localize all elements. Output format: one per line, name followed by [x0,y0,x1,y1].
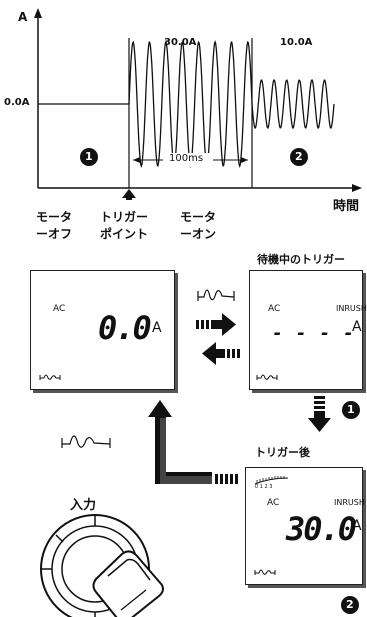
trigger-up-arrow [122,189,136,200]
hand-icon [92,550,164,617]
step-2-number: 2 [346,598,354,611]
caption-motor-on: モータ ーオン [180,209,216,243]
bargraph-scale [254,476,289,485]
current-waveform [128,40,335,168]
x-axis-label: 時間 [333,199,360,214]
lcd-after-unit: A [352,518,362,534]
bargraph-scale-numbers: 0 1 2 3 [255,484,273,490]
lcd-after-ac: AC [267,498,280,508]
lcd-after-reading: 30.0 [286,510,357,548]
caption-motor-on-line1: モータ [180,210,217,224]
lcd-idle-reading: 0.0 [98,309,152,347]
caption-motor-off: モータ ーオフ [36,209,72,243]
caption-trigger-point-line2: ポイント [100,227,149,241]
input-label: 入力 [70,498,97,513]
caption-motor-off-line2: ーオフ [36,227,73,241]
lcd-idle-ac: AC [53,304,66,314]
duration-arrow-left [133,157,140,163]
lcd-display-after: 0 1 2 3 AC INRUSH 30.0 A [245,467,365,585]
marker-1-number: 1 [85,150,93,163]
return-arrow-icon [148,400,238,484]
x-axis-arrow [352,184,362,192]
lcd-idle-unit: A [152,320,162,336]
arrow-left-icon [202,342,240,365]
waiting-trigger-title: 待機中のトリガー [257,253,345,266]
caption-trigger-point-line1: トリガー [100,210,149,224]
inrush-wave-icon [61,435,111,448]
duration-label: 100ms [169,153,204,164]
level-30-label: 30.0A [164,37,197,48]
caption-motor-on-line2: ーオン [180,227,217,241]
inrush-wave-icon [254,569,276,575]
inrush-wave-icon [39,374,61,380]
caption-motor-off-line1: モータ [36,210,73,224]
inrush-wave-icon [256,374,278,380]
step-1-number: 1 [347,403,355,416]
lcd-display-waiting: AC INRUSH - - - - A [249,270,367,390]
caption-trigger-point: トリガー ポイント [100,209,148,243]
waveform-graph [34,8,362,200]
level-10-label: 10.0A [280,37,313,48]
lcd-display-idle: AC 0.0 A [30,270,175,390]
marker-2-circle [290,148,308,166]
inrush-wave-icon [197,289,235,301]
duration-arrow-right [241,157,248,163]
lcd-waiting-ac: AC [268,304,281,314]
lcd-waiting-mode: INRUSH [336,304,367,313]
after-trigger-title: トリガー後 [255,446,310,459]
arrow-right-icon [196,313,236,336]
baseline-label: 0.0A [4,97,30,108]
marker-2-number: 2 [295,150,303,163]
lcd-waiting-reading: - - - - [272,323,355,344]
rotary-dial-icon [40,514,150,617]
y-axis-arrow [34,8,42,18]
marker-1-circle [80,148,98,166]
arrow-down-icon [308,396,331,432]
y-axis-label: A [18,10,28,24]
lcd-after-mode: INRUSH [334,498,365,507]
lcd-waiting-unit: A [352,319,362,335]
